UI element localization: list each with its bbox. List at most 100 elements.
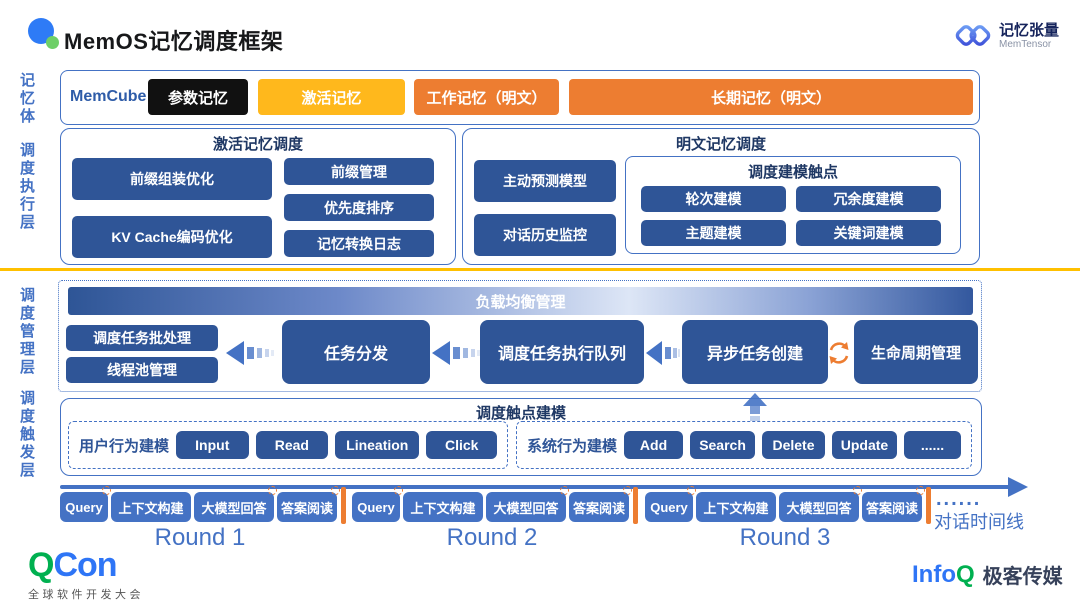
- page-title: MemOS记忆调度框架: [64, 29, 284, 54]
- trigger-frame: [60, 398, 982, 476]
- infoq-media-label: 极客传媒: [982, 566, 1063, 588]
- round-2-label: Round 2: [446, 524, 538, 551]
- system-behavior-label: 系统行为建模: [527, 437, 618, 455]
- memcube-frame: [60, 70, 980, 125]
- timeline-round-1: Query 上下文构建 大模型回答 答案阅读: [60, 486, 340, 522]
- trigger-marker-icon: [331, 486, 340, 495]
- step-answer-read: 答案阅读: [862, 486, 925, 522]
- qcon-q: Q: [28, 546, 54, 584]
- step-llm-answer: 大模型回答: [486, 486, 569, 522]
- trigger-marker-icon: [394, 486, 403, 495]
- round-divider-bar: [633, 487, 638, 524]
- trigger-title: 调度触点建模: [475, 405, 566, 422]
- step-answer-read: 答案阅读: [277, 486, 340, 522]
- activation-sched-title: 激活记忆调度: [212, 136, 303, 153]
- memcube-label: MemCube: [70, 88, 147, 105]
- trigger-marker-icon: [102, 486, 111, 495]
- batch-box: 调度任务批处理: [66, 325, 218, 351]
- memcube-activation-memory: 激活记忆: [258, 79, 405, 115]
- trigger-marker-icon: [687, 486, 696, 495]
- trigger-marker-icon: [268, 486, 277, 495]
- timeline-axis-label: 对话时间线: [934, 512, 1024, 532]
- rail-label-manage: 调度管理层: [19, 287, 35, 376]
- predict-model-box: 主动预测模型: [474, 160, 616, 202]
- up-arrow-icon: [743, 393, 767, 421]
- qcon-con: Con: [53, 546, 117, 584]
- step-context: 上下文构建: [111, 492, 191, 522]
- qcon-logo: QCon 全球软件开发大会: [28, 546, 144, 602]
- memcube-working-memory: 工作记忆（明文）: [414, 79, 559, 115]
- redundancy-modeling-box: 冗余度建模: [796, 186, 941, 212]
- dispatch-box: 任务分发: [282, 320, 430, 384]
- memcube-longterm-memory: 长期记忆（明文）: [569, 79, 973, 115]
- left-arrow-icon: [432, 341, 480, 365]
- rail-label-exec: 调度执行层: [19, 142, 35, 231]
- prefix-assembly-box: 前缀组装优化: [72, 158, 272, 200]
- infoq-info: Info: [912, 560, 956, 588]
- round-divider-bar: [926, 487, 931, 524]
- memory-log-box: 记忆转换日志: [284, 230, 434, 257]
- lifecycle-box: 生命周期管理: [854, 320, 978, 384]
- priority-sort-box: 优先度排序: [284, 194, 434, 221]
- timeline-ellipsis: ......: [936, 488, 982, 510]
- add-box: Add: [624, 431, 684, 459]
- read-box: Read: [255, 431, 329, 459]
- memtensor-logo-icon: [955, 25, 991, 47]
- delete-box: Delete: [762, 431, 825, 459]
- qcon-subtitle: 全球软件开发大会: [28, 589, 144, 601]
- step-answer-read: 答案阅读: [569, 486, 632, 522]
- infoq-q: Q: [955, 560, 975, 588]
- queue-box: 调度任务执行队列: [480, 320, 644, 384]
- round-divider-bar: [341, 487, 346, 524]
- click-box: Click: [426, 431, 497, 459]
- lineation-box: Lineation: [335, 431, 420, 459]
- rail-label-memory: 记忆体: [19, 72, 35, 125]
- input-box: Input: [176, 431, 249, 459]
- round-1-label: Round 1: [154, 524, 246, 551]
- step-context: 上下文构建: [696, 492, 776, 522]
- management-frame: [58, 280, 982, 392]
- timeline-axis-line: [60, 485, 1010, 489]
- user-behavior-group: 用户行为建模 Input Read Lineation Click: [68, 421, 508, 469]
- timeline-round-3: Query 上下文构建 大模型回答 答案阅读: [645, 486, 925, 522]
- trigger-marker-icon: [623, 486, 632, 495]
- user-behavior-label: 用户行为建模: [79, 437, 170, 455]
- brand-name: 记忆张量: [999, 22, 1060, 39]
- update-box: Update: [832, 431, 897, 459]
- brand-subtitle: MemTensor: [999, 39, 1052, 51]
- step-context: 上下文构建: [403, 492, 483, 522]
- trigger-marker-icon: [916, 486, 925, 495]
- kv-cache-box: KV Cache编码优化: [72, 216, 272, 258]
- prefix-mgmt-box: 前缀管理: [284, 158, 434, 185]
- step-query: Query: [60, 486, 111, 522]
- memtensor-brand: 记忆张量 MemTensor: [954, 22, 1059, 51]
- step-llm-answer: 大模型回答: [194, 486, 277, 522]
- search-box: Search: [690, 431, 756, 459]
- rail-label-trigger: 调度触发层: [19, 390, 35, 479]
- keyword-modeling-box: 关键词建模: [796, 220, 941, 246]
- memos-logo-dot-icon: [46, 36, 59, 49]
- trigger-marker-icon: [853, 486, 862, 495]
- dialog-monitor-box: 对话历史监控: [474, 214, 616, 256]
- timeline-round-2: Query 上下文构建 大模型回答 答案阅读: [352, 486, 632, 522]
- touchpoint-title: 调度建模触点: [747, 164, 838, 181]
- plaintext-sched-title: 明文记忆调度: [675, 136, 766, 153]
- memcube-param-memory: 参数记忆: [148, 79, 248, 115]
- round-3-label: Round 3: [739, 524, 831, 551]
- yellow-divider: [0, 268, 1080, 271]
- cycle-arrows-icon: [829, 342, 849, 364]
- trigger-marker-icon: [560, 486, 569, 495]
- thread-pool-box: 线程池管理: [66, 357, 218, 383]
- step-query: Query: [645, 486, 696, 522]
- system-behavior-group: 系统行为建模 Add Search Delete Update ......: [516, 421, 972, 469]
- left-arrow-icon: [646, 341, 680, 365]
- round-modeling-box: 轮次建模: [641, 186, 786, 212]
- ellipsis-box: ......: [903, 431, 962, 459]
- step-llm-answer: 大模型回答: [779, 486, 862, 522]
- step-query: Query: [352, 486, 403, 522]
- topic-modeling-box: 主题建模: [641, 220, 786, 246]
- infoq-logo: InfoQ 极客传媒: [912, 560, 1063, 589]
- async-create-box: 异步任务创建: [682, 320, 828, 384]
- load-balance-bar: 负载均衡管理: [68, 287, 973, 315]
- left-arrow-icon: [226, 341, 274, 365]
